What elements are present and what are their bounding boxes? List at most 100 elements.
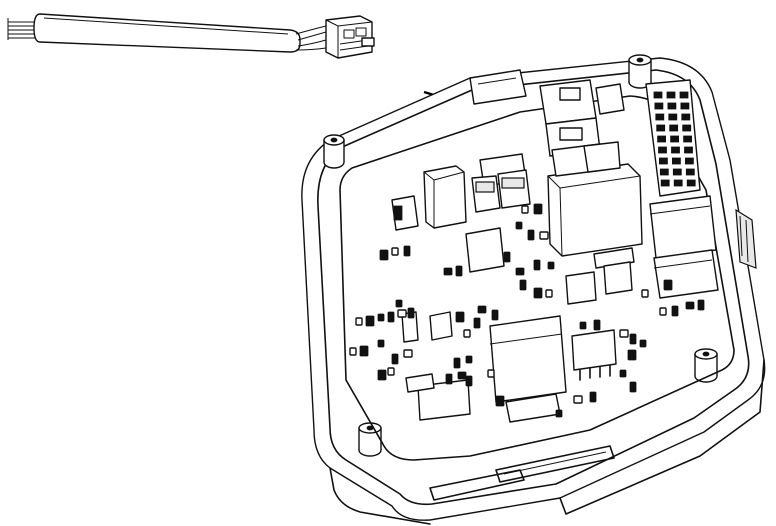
- pcb-smd-part: [403, 245, 411, 257]
- pcb-smd-part: [377, 313, 385, 322]
- pcb-smd-part: [457, 371, 467, 380]
- pcb-capacitor-large: [423, 165, 467, 229]
- pcb-pin: [653, 91, 663, 99]
- connector-wires: [295, 25, 327, 51]
- pcb-smd-part: [491, 309, 499, 321]
- pcb-smd-part: [503, 251, 511, 263]
- wire-connector-plug: [325, 15, 375, 59]
- pcb-pin: [673, 179, 683, 187]
- pcb-smd-part: [395, 299, 403, 308]
- pcb-pin: [681, 113, 691, 121]
- pcb-smd-part: [619, 329, 629, 338]
- pcb-smd-part: [659, 307, 667, 316]
- pcb-smd-part: [407, 307, 415, 319]
- pcb-power-chip: [571, 329, 617, 381]
- pcb-smd-part: [629, 333, 637, 345]
- pcb-smd-part: [473, 317, 481, 329]
- housing-side-grip: [735, 208, 757, 269]
- pcb-coil-left: [391, 195, 419, 231]
- pcb-pin: [660, 179, 670, 187]
- pcb-transformer-block: [547, 141, 643, 269]
- pcb-smd-part: [627, 349, 637, 361]
- pcb-pin: [679, 91, 689, 99]
- pcb-relay-pair: [471, 153, 531, 213]
- pcb-pin: [654, 102, 664, 110]
- pcb-smd-part: [391, 247, 399, 256]
- pcb-smd-part: [555, 409, 563, 418]
- pcb-smd-part: [463, 329, 471, 338]
- pcb-pin: [682, 124, 692, 132]
- pcb-pin: [684, 146, 693, 154]
- pcb-smd-part: [589, 391, 597, 403]
- pcb-smd-part: [387, 367, 395, 376]
- pcb-smd-part: [671, 305, 679, 317]
- pcb-smd-part: [527, 229, 535, 241]
- pcb-smd-part: [359, 345, 369, 357]
- pcb-pin: [683, 135, 692, 143]
- pcb-smd-part: [377, 339, 385, 348]
- pcb-smd-part: [547, 261, 555, 270]
- pcb-pin: [670, 135, 679, 143]
- pcb-smd-part: [477, 305, 487, 314]
- pcb-pin: [657, 135, 666, 143]
- pcb-pin: [680, 102, 690, 110]
- pcb-smd-part: [403, 349, 413, 358]
- pcb-pin: [659, 168, 669, 176]
- pcb-pin: [668, 113, 678, 121]
- pcb-pin-array: [645, 79, 701, 197]
- pcb-pin: [656, 124, 666, 132]
- circuit-board: [339, 79, 735, 461]
- pcb-smd-part: [545, 289, 553, 298]
- pcb-smd-part: [391, 353, 399, 365]
- pcb-side-connector: [649, 195, 719, 299]
- pcb-smd-part: [397, 309, 407, 318]
- pcb-smd-part: [455, 311, 465, 323]
- pcb-pin: [659, 157, 668, 165]
- pcb-pin: [672, 157, 681, 165]
- pcb-smd-part: [533, 203, 543, 215]
- housing-screw-boss-bottom-right: [694, 348, 718, 383]
- pcb-smd-part: [629, 381, 637, 393]
- housing-inner-rim: [317, 69, 750, 506]
- pcb-pin: [667, 102, 677, 110]
- pcb-pin: [686, 179, 696, 187]
- pcb-smd-part: [379, 249, 389, 261]
- pcb-smd-part: [519, 279, 527, 291]
- housing-front-slot: [429, 445, 615, 501]
- pcb-smd-part: [349, 347, 357, 356]
- pcb-pin: [672, 168, 682, 176]
- pcb-smd-part: [455, 265, 463, 277]
- pcb-ic-chip: [465, 227, 633, 305]
- pcb-pin: [666, 91, 676, 99]
- pcb-smd-part: [355, 317, 363, 326]
- housing-screw-boss-top-left: [323, 134, 345, 169]
- pcb-smd-part: [465, 355, 473, 364]
- pcb-smd-part: [365, 315, 375, 327]
- pcb-pin: [658, 146, 667, 154]
- pcb-pin: [655, 113, 665, 121]
- pcb-smd-part: [539, 231, 549, 240]
- housing-top-latch: [469, 69, 527, 105]
- pcb-smd-part: [593, 319, 601, 331]
- housing-screw-boss-top-right: [628, 54, 652, 89]
- housing-base-skirt: [329, 467, 431, 525]
- pcb-smd-components: [349, 203, 705, 418]
- pcb-smd-part: [533, 287, 543, 299]
- pcb-smd-part: [639, 339, 647, 348]
- pcb-smd-part: [445, 373, 453, 385]
- pcb-smd-part: [377, 369, 387, 381]
- pcb-smd-part: [619, 369, 627, 378]
- pcb-smd-part: [387, 311, 395, 323]
- cable-with-connector: [7, 13, 375, 59]
- housing-screw-boss-bottom-left: [358, 422, 382, 457]
- pcb-smd-part: [453, 357, 461, 369]
- pcb-smd-part: [465, 375, 473, 387]
- pcb-smd-part: [685, 301, 695, 310]
- pcb-smd-part: [495, 395, 505, 407]
- pcb-smd-part: [515, 267, 525, 276]
- pcb-smd-part: [515, 221, 523, 230]
- pcb-pin: [671, 146, 680, 154]
- pcb-smd-part: [579, 321, 587, 330]
